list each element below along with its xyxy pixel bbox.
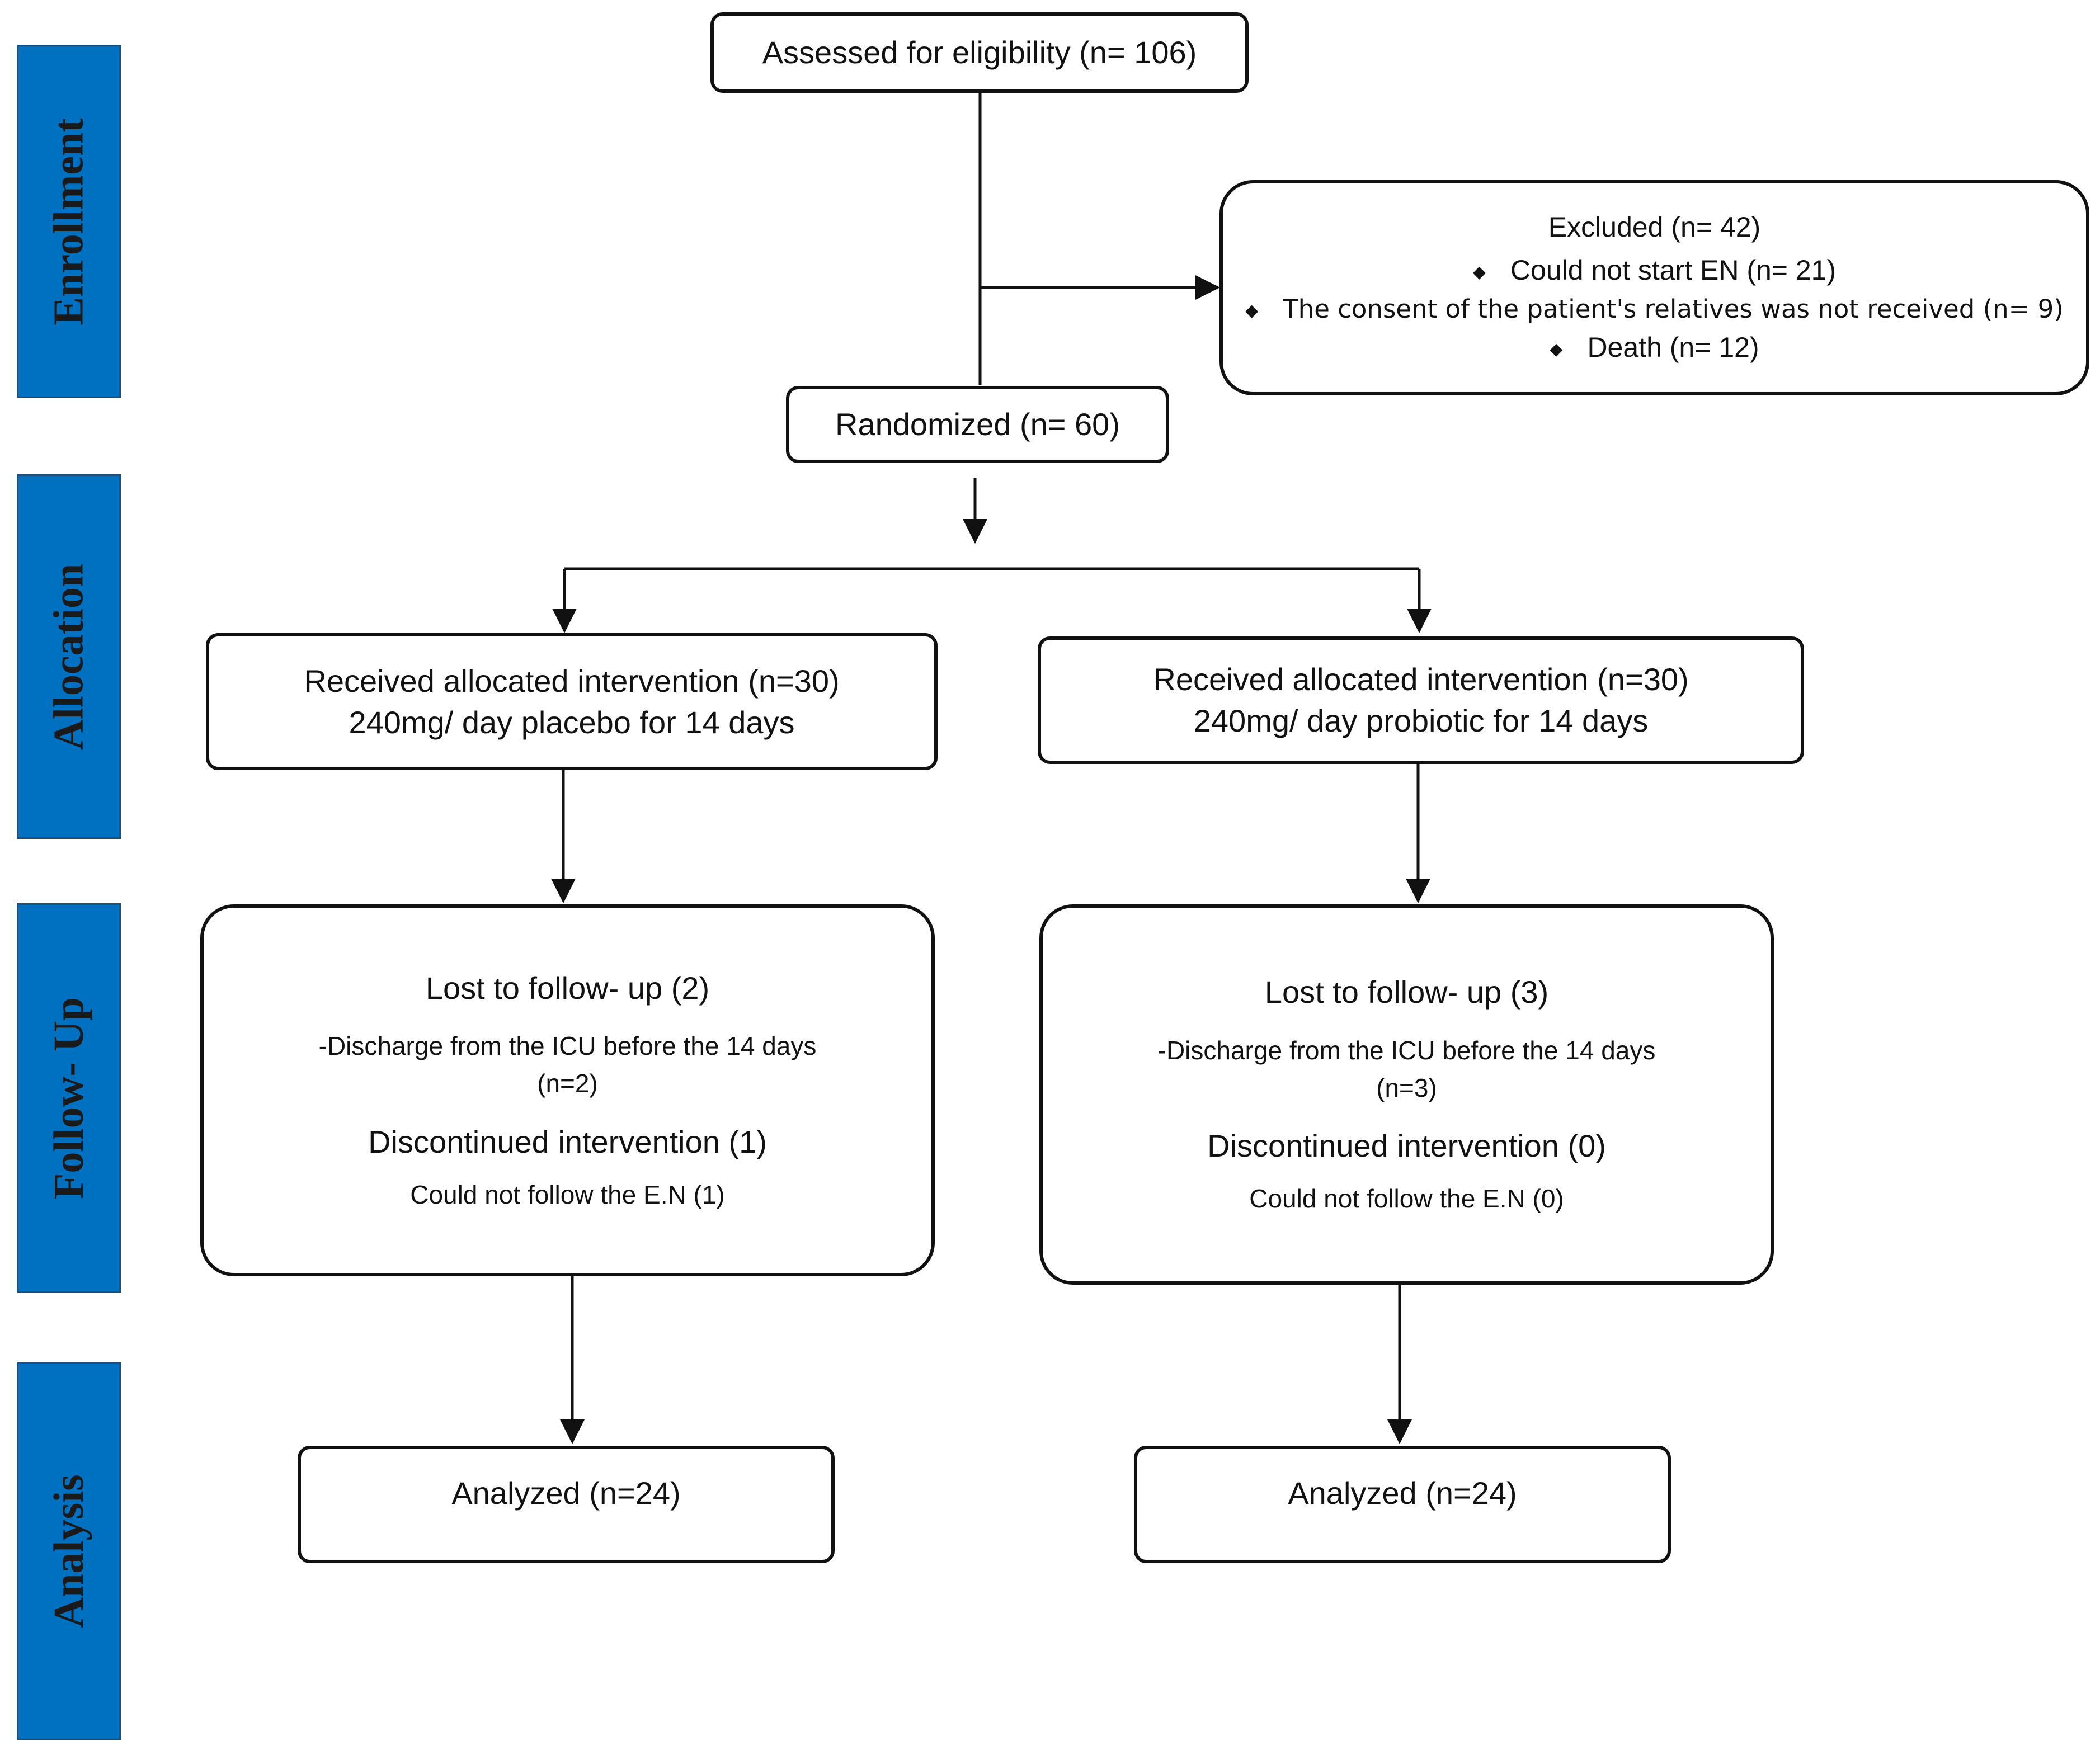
placebo-allocation-line1: Received allocated intervention (n=30) [304, 663, 840, 699]
stage-label-followup: Follow- Up [45, 997, 92, 1199]
placebo-analyzed-text: Analyzed (n=24) [451, 1475, 681, 1511]
excluded-title: Excluded (n= 42) [1548, 211, 1761, 243]
probiotic-discontinued-reason: Could not follow the E.N (0) [1249, 1184, 1564, 1214]
excluded-reasons-list: ◆ Could not start EN (n= 21) ◆ The consent… [1245, 250, 2064, 367]
stage-bar-enrollment: Enrollment [17, 45, 121, 398]
diamond-bullet-icon: ◆ [1472, 263, 1486, 282]
randomized-text: Randomized (n= 60) [835, 407, 1120, 442]
assessed-box: Assessed for eligibility (n= 106) [710, 12, 1249, 93]
probiotic-allocation-line2: 240mg/ day probiotic for 14 days [1193, 703, 1649, 738]
probiotic-lost-followup: Lost to follow- up (3) [1264, 974, 1549, 1010]
assessed-text: Assessed for eligibility (n= 106) [762, 35, 1197, 70]
placebo-lost-reason: -Discharge from the ICU before the 14 da… [318, 1031, 817, 1061]
probiotic-analysis-box: Analyzed (n=24) [1134, 1446, 1671, 1563]
stage-bar-followup: Follow- Up [17, 903, 121, 1293]
placebo-discontinued: Discontinued intervention (1) [368, 1124, 767, 1159]
excluded-box: Excluded (n= 42) ◆ Could not start EN (n=… [1219, 180, 2089, 395]
placebo-analysis-box: Analyzed (n=24) [298, 1446, 835, 1563]
placebo-allocation-line2: 240mg/ day placebo for 14 days [349, 704, 795, 740]
placebo-lost-followup: Lost to follow- up (2) [425, 970, 710, 1006]
probiotic-allocation-line1: Received allocated intervention (n=30) [1153, 662, 1689, 697]
excluded-reason-text: Death (n= 12) [1587, 332, 1759, 364]
probiotic-lost-count: (n=3) [1376, 1073, 1437, 1102]
stage-label-analysis: Analysis [45, 1474, 92, 1628]
stage-label-enrollment: Enrollment [45, 117, 92, 326]
placebo-discontinued-reason: Could not follow the E.N (1) [410, 1180, 725, 1209]
stage-bar-allocation: Allocation [17, 474, 121, 839]
probiotic-discontinued: Discontinued intervention (0) [1207, 1128, 1606, 1164]
randomized-box: Randomized (n= 60) [786, 386, 1169, 463]
diamond-bullet-icon: ◆ [1550, 340, 1563, 359]
stage-bar-analysis: Analysis [17, 1362, 121, 1740]
excluded-reason-item: ◆ Death (n= 12) [1245, 327, 2064, 368]
excluded-reason-text: Could not start EN (n= 21) [1510, 254, 1837, 286]
probiotic-analyzed-text: Analyzed (n=24) [1288, 1475, 1517, 1511]
placebo-followup-box: Lost to follow- up (2) -Discharge from t… [200, 904, 935, 1276]
excluded-reason-text: The consent of the patient's relatives w… [1283, 294, 2064, 324]
diamond-bullet-icon: ◆ [1245, 301, 1259, 321]
stage-label-allocation: Allocation [45, 563, 92, 750]
probiotic-allocation-box: Received allocated intervention (n=30) 2… [1038, 636, 1804, 764]
placebo-allocation-box: Received allocated intervention (n=30) 2… [206, 633, 938, 770]
probiotic-lost-reason: -Discharge from the ICU before the 14 da… [1157, 1035, 1656, 1065]
placebo-lost-count: (n=2) [537, 1069, 598, 1098]
probiotic-followup-box: Lost to follow- up (3) -Discharge from t… [1039, 904, 1774, 1285]
excluded-reason-item: ◆ The consent of the patient's relatives … [1245, 291, 2064, 327]
excluded-reason-item: ◆ Could not start EN (n= 21) [1245, 250, 2064, 291]
